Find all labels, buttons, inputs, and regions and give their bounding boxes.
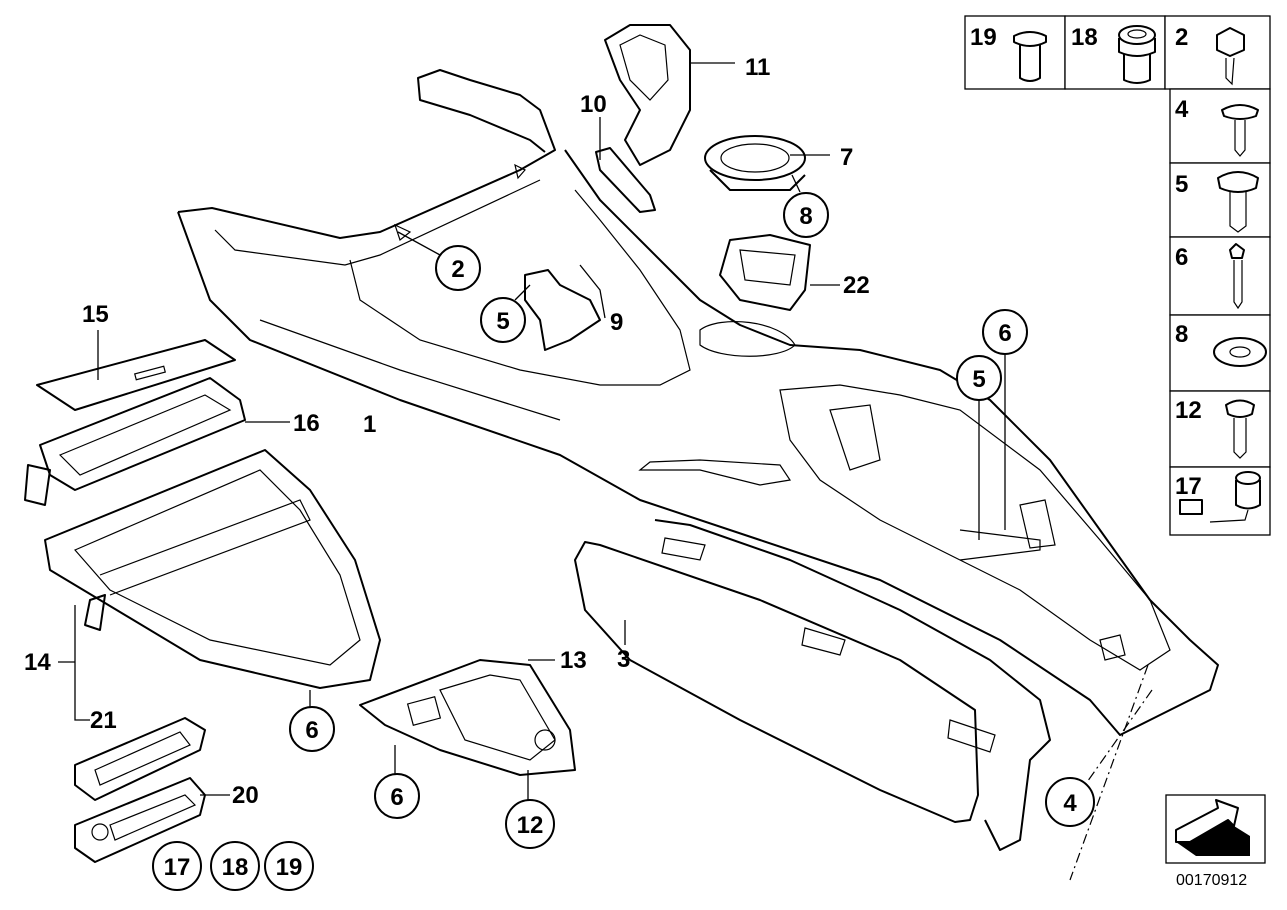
circle-callout-4: 4 — [1045, 777, 1095, 827]
circle-callout-6-bottom: 6 — [374, 773, 420, 819]
svg-text:18: 18 — [222, 854, 249, 881]
callout-1: 1 — [363, 411, 376, 438]
callout-20: 20 — [232, 782, 259, 809]
circle-callout-5: 5 — [480, 297, 526, 343]
callout-11: 11 — [745, 54, 770, 81]
legend-cell-2: 2 — [1164, 15, 1271, 90]
svg-text:12: 12 — [517, 812, 544, 839]
callout-7: 7 — [840, 144, 853, 171]
svg-text:2: 2 — [1175, 24, 1188, 51]
circle-callout-12: 12 — [505, 799, 555, 849]
ring-part — [704, 135, 806, 191]
legend-cell-12: 12 — [1169, 390, 1271, 468]
circle-callout-5-right: 5 — [956, 355, 1002, 401]
svg-text:12: 12 — [1175, 397, 1202, 424]
side-trim-part — [574, 519, 1051, 851]
bracket-part — [524, 269, 601, 351]
legend-cell-6: 6 — [1169, 236, 1271, 316]
callout-14: 14 — [24, 649, 51, 676]
callout-labels: 1 3 7 9 10 11 13 14 15 16 20 21 22 — [24, 54, 870, 809]
fastener-legend: 19 18 2 4 5 — [964, 15, 1271, 536]
ashtray-part — [74, 777, 206, 863]
drawing-number: 00170912 — [1176, 872, 1247, 889]
svg-text:19: 19 — [276, 854, 303, 881]
callout-9: 9 — [610, 309, 623, 336]
callout-13: 13 — [560, 647, 587, 674]
circle-callout-6-right: 6 — [982, 309, 1028, 355]
circle-callout-19: 19 — [264, 841, 314, 891]
callout-16: 16 — [293, 410, 320, 437]
callout-3: 3 — [617, 646, 630, 673]
svg-text:6: 6 — [390, 784, 403, 811]
circle-callout-2: 2 — [435, 245, 481, 291]
svg-text:6: 6 — [305, 717, 318, 744]
clip-part — [595, 147, 656, 213]
svg-text:18: 18 — [1071, 24, 1098, 51]
callout-22: 22 — [843, 272, 870, 299]
callout-15: 15 — [82, 301, 109, 328]
svg-text:2: 2 — [451, 256, 464, 283]
leader-lines — [58, 62, 1006, 800]
svg-text:4: 4 — [1063, 790, 1077, 817]
svg-text:5: 5 — [972, 366, 985, 393]
cover-part — [36, 339, 236, 411]
legend-cell-18: 18 — [1064, 15, 1166, 90]
svg-text:5: 5 — [1175, 171, 1188, 198]
svg-text:8: 8 — [799, 203, 812, 230]
svg-text:4: 4 — [1175, 96, 1189, 123]
legend-cell-4: 4 — [1169, 88, 1271, 164]
circled-callouts: 2 5 8 6 5 6 6 12 — [152, 192, 1095, 891]
legend-cell-5: 5 — [1169, 162, 1271, 238]
center-lines — [1069, 664, 1153, 881]
frame-part — [719, 234, 811, 311]
shift-boot-part — [604, 24, 691, 166]
svg-text:6: 6 — [1175, 244, 1188, 271]
small-tray-part — [74, 717, 206, 801]
svg-text:17: 17 — [164, 854, 191, 881]
legend-cell-8: 8 — [1169, 314, 1271, 392]
circle-callout-17: 17 — [152, 841, 202, 891]
frame-trim-part — [44, 449, 381, 689]
callout-10: 10 — [580, 91, 607, 118]
svg-text:6: 6 — [998, 320, 1011, 347]
circle-callout-6-left: 6 — [289, 706, 335, 752]
circle-callout-8: 8 — [783, 192, 829, 238]
svg-text:5: 5 — [496, 308, 509, 335]
circle-callout-18: 18 — [210, 841, 260, 891]
svg-text:19: 19 — [970, 24, 997, 51]
center-console-part — [177, 69, 1219, 736]
svg-text:17: 17 — [1175, 473, 1202, 500]
shift-plate-part — [359, 659, 576, 776]
legend-cell-19: 19 — [964, 15, 1066, 90]
callout-21: 21 — [90, 707, 117, 734]
svg-text:8: 8 — [1175, 321, 1188, 348]
legend-cell-17: 17 — [1169, 466, 1271, 536]
tray-part — [24, 377, 246, 506]
orientation-arrow-box — [1165, 794, 1266, 864]
